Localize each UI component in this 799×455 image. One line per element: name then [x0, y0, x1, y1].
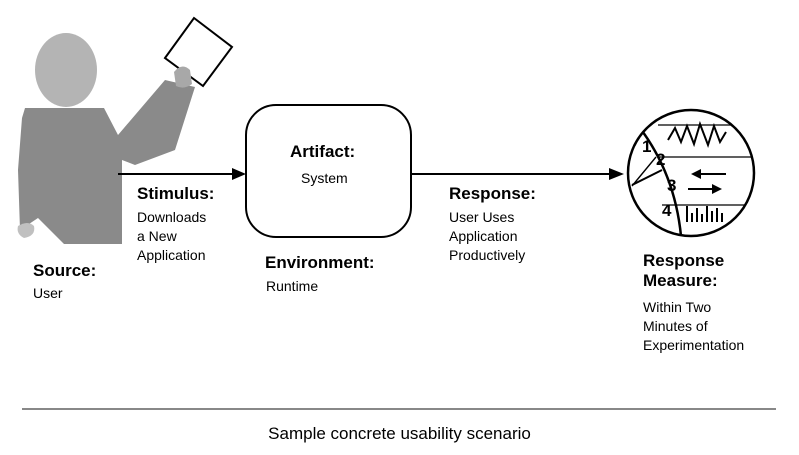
measure-gauge-icon: 1 2 3 4: [626, 108, 756, 238]
stimulus-text: Downloads a New Application: [137, 208, 206, 265]
response-measure-text: Within Two Minutes of Experimentation: [643, 298, 744, 355]
stimulus-title: Stimulus:: [137, 184, 215, 203]
gauge-number-1: 1: [642, 137, 651, 156]
gauge-number-3: 3: [667, 176, 676, 195]
artifact-value: System: [301, 170, 348, 186]
response-arrow: [411, 168, 624, 180]
response-line: Application: [449, 228, 518, 244]
user-figure-icon: [17, 33, 195, 244]
response-text: User Uses Application Productively: [449, 208, 525, 265]
response-line: User Uses: [449, 209, 515, 225]
gauge-number-4: 4: [662, 201, 672, 220]
response-measure-title-line: Response: [643, 251, 725, 270]
response-measure-title: Response Measure:: [643, 251, 724, 291]
figure-caption: Sample concrete usability scenario: [268, 424, 531, 443]
response-title: Response:: [449, 184, 536, 203]
stimulus-arrow: [118, 168, 246, 180]
paper-icon: [163, 16, 234, 88]
response-measure-line: Experimentation: [643, 337, 745, 353]
stimulus-line: Downloads: [137, 209, 207, 225]
response-measure-line: Within Two: [643, 299, 712, 315]
environment-title: Environment:: [265, 253, 375, 272]
response-measure-line: Minutes of: [643, 318, 708, 334]
artifact-box: [245, 104, 412, 238]
gauge-number-2: 2: [656, 150, 665, 169]
response-line: Productively: [449, 247, 526, 263]
source-title: Source:: [33, 261, 97, 280]
stimulus-line: Application: [137, 247, 206, 263]
source-value: User: [33, 285, 63, 301]
response-measure-title-line: Measure:: [643, 271, 718, 290]
environment-value: Runtime: [266, 278, 319, 294]
stimulus-line: a New: [137, 228, 177, 244]
artifact-title: Artifact:: [290, 142, 356, 161]
